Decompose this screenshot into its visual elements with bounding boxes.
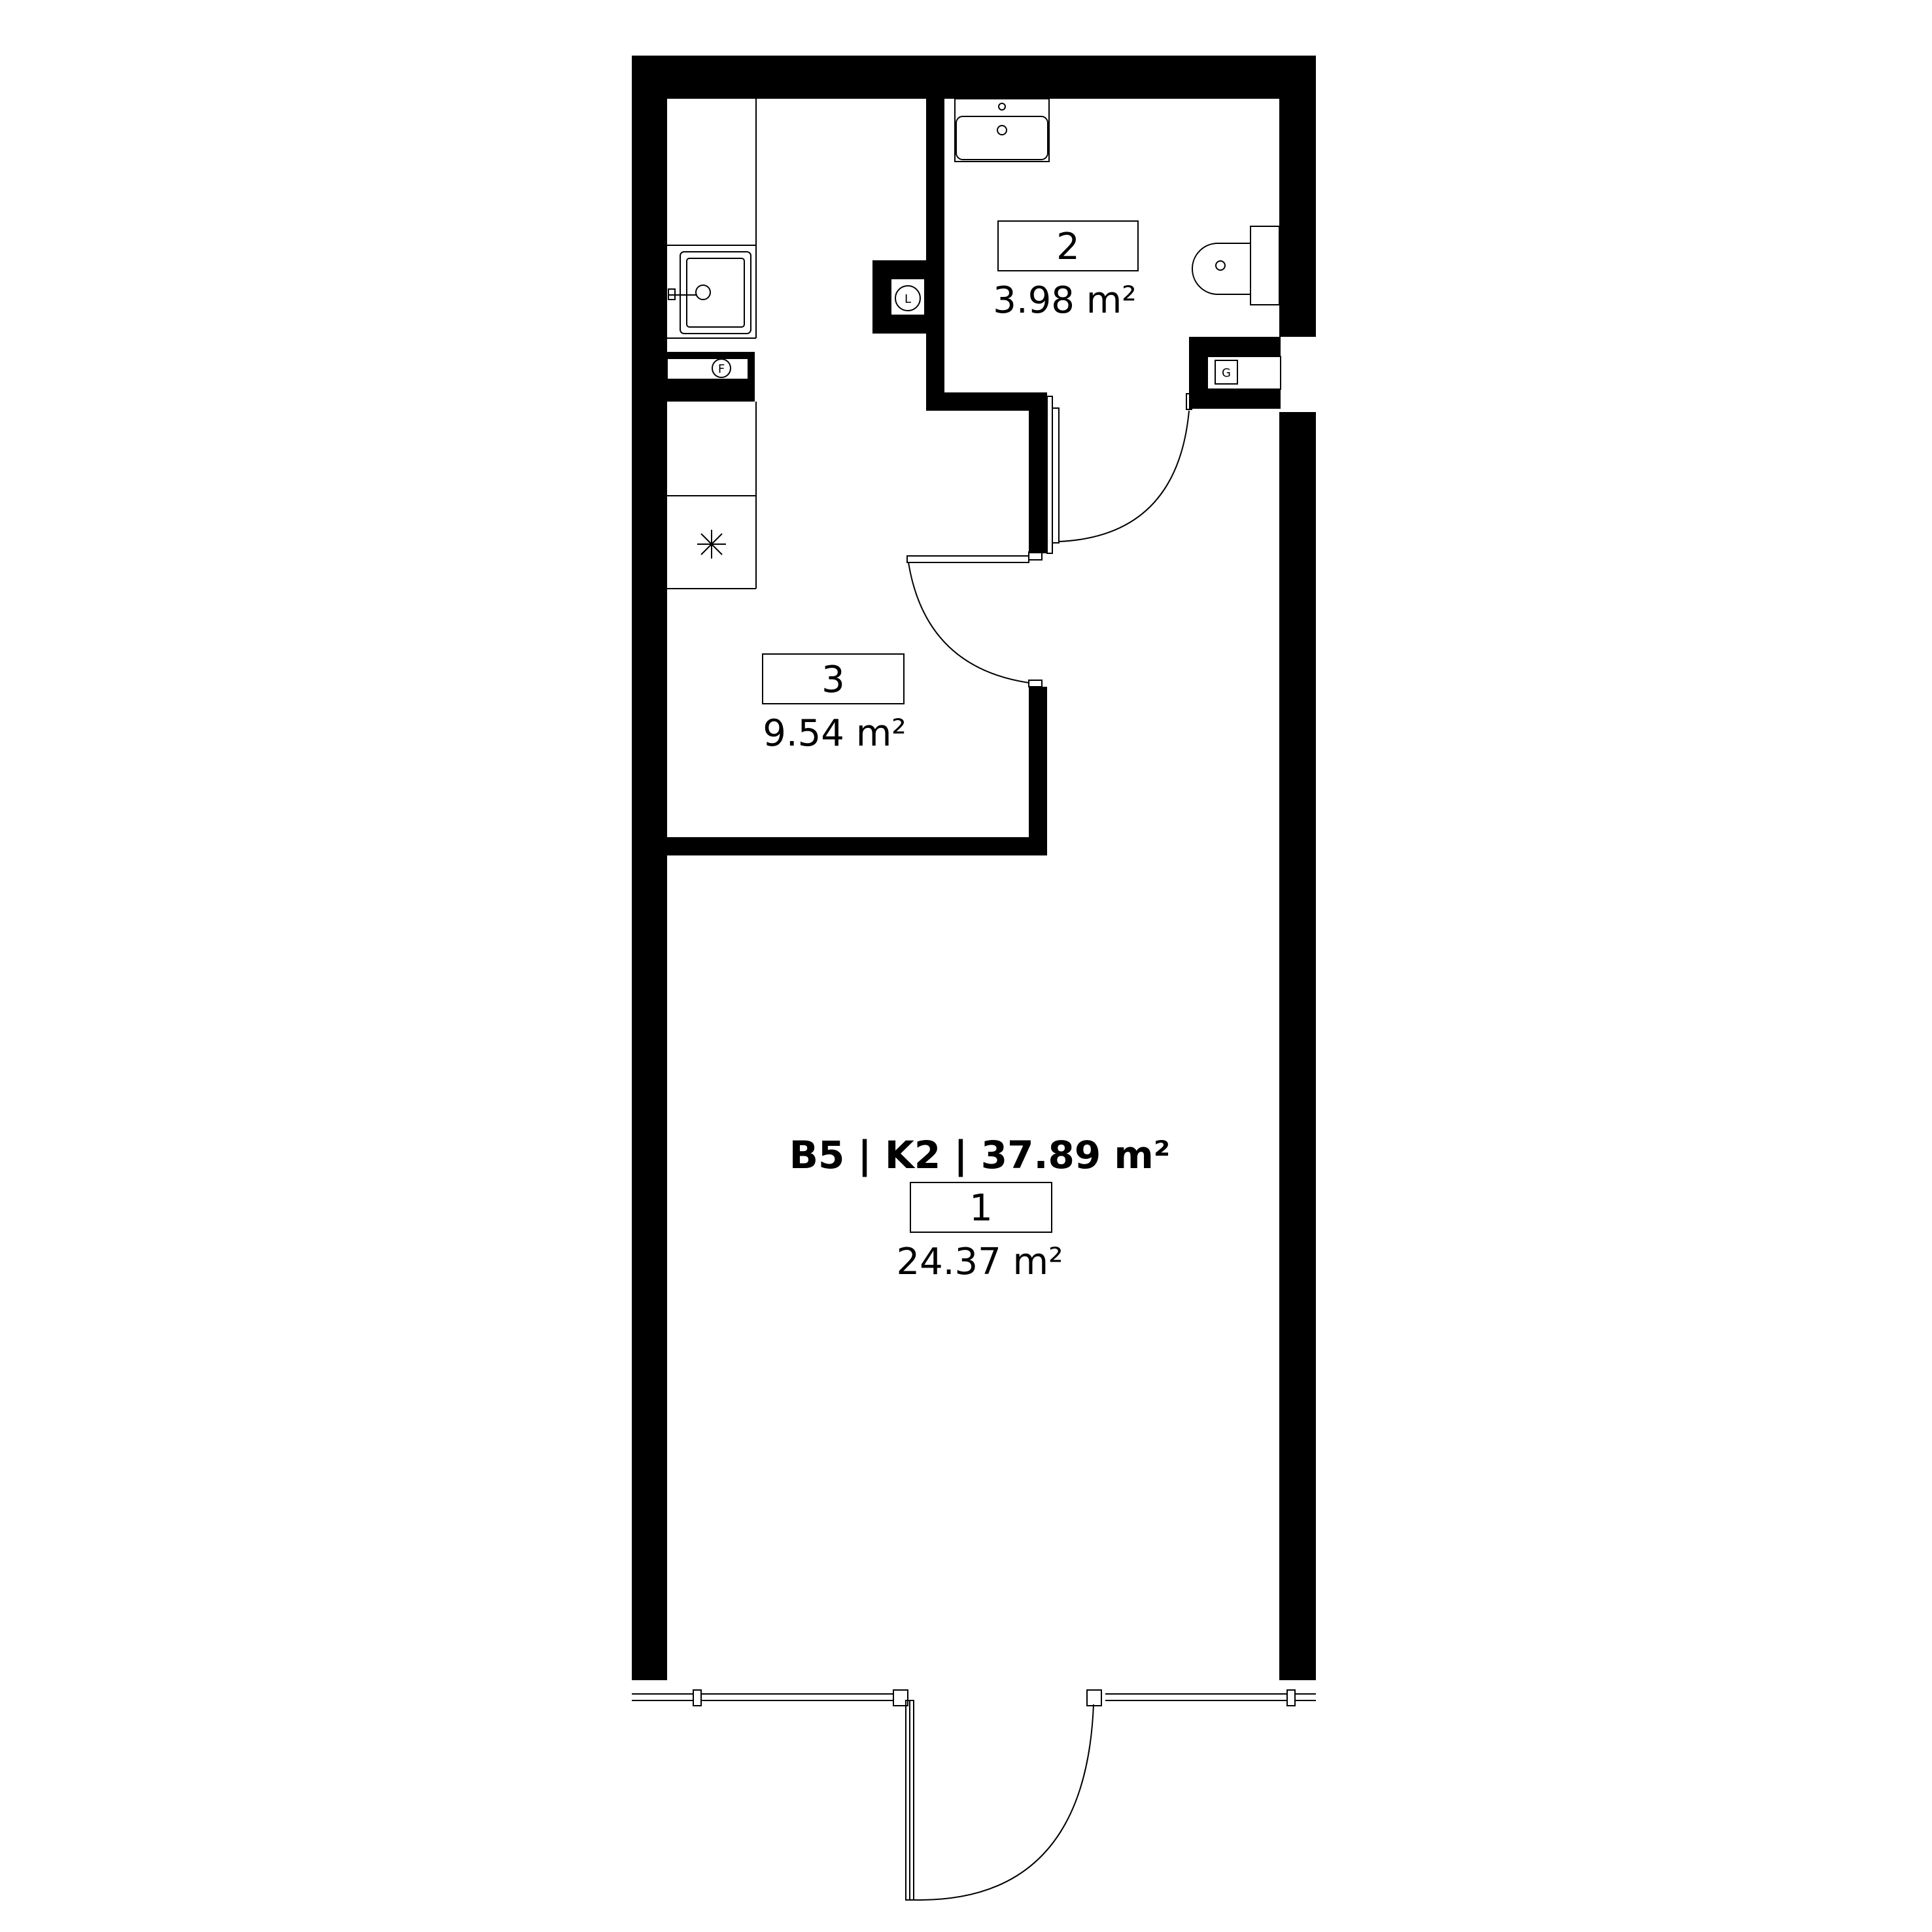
wall-bath-left (926, 98, 944, 411)
toilet-icon (1192, 226, 1280, 305)
wall-right-lower (1279, 412, 1316, 1680)
apartment-title: B5 | K2 | 37.89 m² (789, 1133, 1171, 1177)
shaft-l: L (872, 260, 927, 334)
wall-kitchen-jamb (1029, 687, 1047, 854)
room-3-number: 3 (821, 659, 845, 701)
room-3-area: 9.54 m² (763, 712, 906, 755)
balcony-door[interactable] (905, 1700, 1094, 1901)
room-1-number: 1 (969, 1187, 993, 1230)
room-2-area: 3.98 m² (993, 279, 1137, 322)
door-swing-icon (908, 562, 1029, 683)
room-2-number: 2 (1056, 226, 1080, 268)
room-3-label: 3 9.54 m² (762, 653, 906, 755)
stove-icon (697, 530, 726, 559)
shaft-g: G (1189, 337, 1281, 409)
balcony-glazing (632, 1689, 1316, 1706)
shaft-l-label: L (905, 292, 911, 306)
room-1-label: B5 | K2 | 37.89 m² 1 24.37 m² (789, 1133, 1171, 1283)
kitchen-counter (667, 99, 757, 589)
sink-icon (668, 251, 751, 334)
interior-walls (667, 98, 1047, 855)
room-2-label: 2 3.98 m² (993, 220, 1139, 322)
wall-top (632, 56, 1316, 99)
washbasin-icon (954, 98, 1050, 162)
shaft-g-label: G (1222, 366, 1231, 380)
door-swing-icon (1058, 410, 1190, 542)
wall-bath-bottom (926, 392, 1047, 411)
wall-right-upper (1279, 56, 1316, 337)
kitchen-door[interactable] (906, 551, 1043, 687)
wall-bath-door-jamb (1029, 392, 1047, 553)
shaft-f: F (666, 352, 755, 402)
room-1-area: 24.37 m² (896, 1241, 1063, 1283)
shaft-f-label: F (718, 362, 725, 376)
door-swing-icon (913, 1704, 1094, 1901)
bathroom-door[interactable] (1046, 393, 1192, 554)
outer-walls (632, 56, 1316, 1680)
wall-kitchen-bottom (667, 837, 1047, 855)
wall-left (632, 56, 667, 1680)
